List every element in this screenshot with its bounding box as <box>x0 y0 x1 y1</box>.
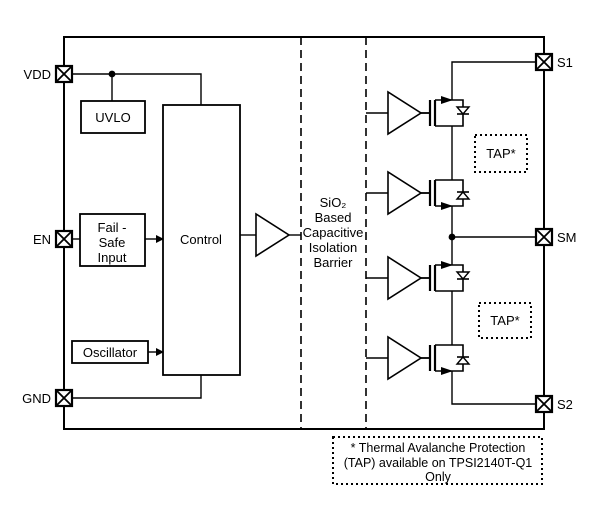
pin-gnd-x <box>55 389 73 407</box>
tap-box-1-label: TAP* <box>486 146 515 161</box>
pin-en-x <box>55 230 73 248</box>
pin-vdd-label: VDD <box>24 67 51 82</box>
tap-footnote-line1: * Thermal Avalanche Protection <box>351 441 526 455</box>
pin-s1-x <box>535 53 553 71</box>
wire-s1-to-mosfet1 <box>451 61 536 100</box>
mosfet-1 <box>419 94 471 128</box>
buffer-triangle-3 <box>387 256 422 300</box>
pin-en: EN <box>33 229 74 249</box>
pin-s2-x <box>535 395 553 413</box>
tap-box-1-border <box>474 134 528 173</box>
mosfet-3 <box>419 259 471 293</box>
secondary-side-wires <box>448 61 536 405</box>
mosfet-2 <box>419 178 471 212</box>
tap-box-2-border <box>478 302 532 339</box>
buffer-triangle-2 <box>387 171 422 215</box>
fail-safe-box <box>79 213 146 267</box>
pin-en-label: EN <box>33 232 51 247</box>
tap-footnote-line3: Only <box>425 470 451 484</box>
power-mosfets <box>419 94 471 377</box>
tap-box-2: TAP* <box>478 302 532 339</box>
isolation-barrier-label: SiO₂ Based Capacitive Isolation Barrier <box>303 195 364 270</box>
wire-gnd-to-control <box>72 375 202 399</box>
uvlo-label: UVLO <box>95 110 130 125</box>
barrier-label-line5: Barrier <box>313 255 353 270</box>
arrowhead-oscillator-control <box>156 348 164 356</box>
oscillator-box <box>71 340 149 364</box>
buffer-triangle-1 <box>387 91 422 135</box>
pin-gnd-label: GND <box>22 391 51 406</box>
control-block: Control <box>162 104 241 376</box>
gate-drive-buffers <box>366 91 430 380</box>
barrier-label-line3: Capacitive <box>303 225 364 240</box>
wire-mosfet4-to-s2 <box>451 371 536 405</box>
fail-safe-label-line1: Fail - <box>98 220 127 235</box>
tap-footnote-line2: (TAP) available on TPSI2140T-Q1 <box>344 456 533 470</box>
oscillator-label: Oscillator <box>83 345 138 360</box>
buffer-triangle-tx <box>255 213 290 257</box>
tap-footnote: * Thermal Avalanche Protection (TAP) ava… <box>332 436 543 485</box>
pin-s1-label: S1 <box>557 55 573 70</box>
pin-sm-label: SM <box>557 230 577 245</box>
fail-safe-input-block: Fail - Safe Input <box>79 213 146 267</box>
tap-box-1: TAP* <box>474 134 528 173</box>
barrier-label-line2: Based <box>315 210 352 225</box>
barrier-label-line4: Isolation <box>309 240 357 255</box>
pin-sm: SM <box>534 227 577 247</box>
pin-s1: S1 <box>534 52 573 72</box>
tap-footnote-border <box>332 436 543 485</box>
pin-vdd-x <box>55 65 73 83</box>
tap-box-2-label: TAP* <box>490 313 519 328</box>
control-box <box>162 104 241 376</box>
fail-safe-label-line3: Input <box>98 250 127 265</box>
pin-s2-label: S2 <box>557 397 573 412</box>
pin-vdd: VDD <box>24 64 74 84</box>
arrowhead-failsafe-control <box>156 235 164 243</box>
junction-dot-vdd <box>108 70 116 78</box>
oscillator-block: Oscillator <box>71 340 149 364</box>
uvlo-block: UVLO <box>80 100 146 134</box>
primary-side-wires <box>72 70 301 399</box>
buffer-triangle-4 <box>387 336 422 380</box>
fail-safe-label-line2: Safe <box>99 235 126 250</box>
barrier-label-line1: SiO₂ <box>320 195 347 210</box>
control-label: Control <box>180 232 222 247</box>
uvlo-box <box>80 100 146 134</box>
pin-s2: S2 <box>534 394 573 414</box>
mosfet-4 <box>419 343 471 377</box>
pin-sm-x <box>535 228 553 246</box>
pin-gnd: GND <box>22 388 74 408</box>
